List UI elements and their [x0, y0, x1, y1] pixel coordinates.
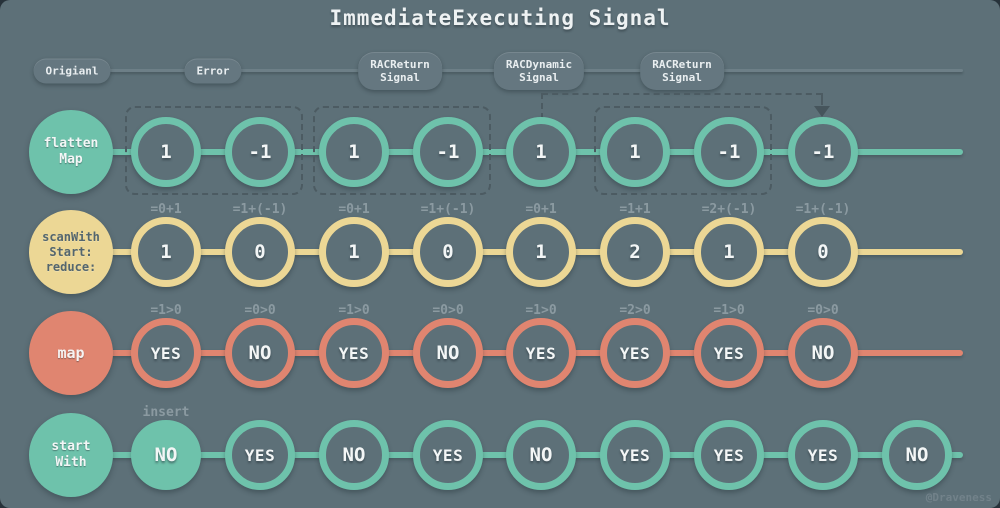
annotation-map-6: =2>0: [619, 303, 651, 318]
annotation-scan-with-start-reduce-2: =1+(-1): [232, 202, 288, 217]
marble-start-with-2: YES: [225, 420, 295, 490]
annotation-scan-with-start-reduce-3: =0+1: [338, 202, 370, 217]
source-label-error: Error: [184, 58, 242, 84]
marble-start-with-4: YES: [413, 420, 483, 490]
source-label-racreturn-1: RACReturn Signal: [358, 52, 442, 90]
annotation-scan-with-start-reduce-8: =1+(-1): [795, 202, 851, 217]
marble-map-2: NO: [225, 318, 295, 388]
marble-start-with-5: NO: [506, 420, 576, 490]
marble-flatten-map-6: 1: [600, 117, 670, 187]
marble-flatten-map-3: 1: [319, 117, 389, 187]
flatten-group-box-3: [594, 106, 772, 195]
marble-map-6: YES: [600, 318, 670, 388]
annotation-map-8: =0>0: [807, 303, 839, 318]
marble-start-with-3: NO: [319, 420, 389, 490]
flatten-group-box-1: [125, 106, 303, 195]
marble-flatten-map-4: -1: [413, 117, 483, 187]
marble-map-4: NO: [413, 318, 483, 388]
marble-flatten-map-1: 1: [131, 117, 201, 187]
marble-scan-with-start-reduce-6: 2: [600, 217, 670, 287]
annotation-start-with-1: insert: [142, 405, 190, 420]
marble-scan-with-start-reduce-8: 0: [788, 217, 858, 287]
flatten-group-box-2: [313, 106, 491, 195]
marble-scan-with-start-reduce-2: 0: [225, 217, 295, 287]
annotation-map-3: =1>0: [338, 303, 370, 318]
annotation-map-5: =1>0: [525, 303, 557, 318]
start-with-operator: start With: [29, 413, 113, 497]
marble-flatten-map-5: 1: [506, 117, 576, 187]
marble-start-with-9: NO: [882, 420, 952, 490]
annotation-scan-with-start-reduce-1: =0+1: [150, 202, 182, 217]
watermark: @Draveness: [925, 491, 992, 504]
marble-map-3: YES: [319, 318, 389, 388]
source-label-racdynamic: RACDynamic Signal: [493, 52, 585, 90]
source-label-racreturn-2: RACReturn Signal: [640, 52, 724, 90]
marble-start-with-6: YES: [600, 420, 670, 490]
map-operator: map: [29, 311, 113, 395]
marble-start-with-1: NO: [131, 420, 201, 490]
annotation-scan-with-start-reduce-4: =1+(-1): [420, 202, 476, 217]
dynamic-signal-connector-horizontal: [542, 93, 822, 95]
marble-start-with-7: YES: [694, 420, 764, 490]
marble-scan-with-start-reduce-3: 1: [319, 217, 389, 287]
marble-scan-with-start-reduce-7: 1: [694, 217, 764, 287]
marble-scan-with-start-reduce-5: 1: [506, 217, 576, 287]
annotation-map-4: =0>0: [432, 303, 464, 318]
annotation-scan-with-start-reduce-6: =1+1: [619, 202, 651, 217]
marble-flatten-map-7: -1: [694, 117, 764, 187]
flatten-map-operator: flatten Map: [29, 110, 113, 194]
scan-with-start-operator: scanWith Start: reduce:: [29, 210, 113, 294]
annotation-map-1: =1>0: [150, 303, 182, 318]
source-label-original: Origianl: [33, 58, 111, 84]
arrow-down-icon: [814, 106, 830, 117]
annotation-map-7: =1>0: [713, 303, 745, 318]
marble-flatten-map-8: -1: [788, 117, 858, 187]
diagram-title: ImmediateExecuting Signal: [329, 6, 671, 30]
dynamic-signal-connector-left: [541, 93, 543, 119]
marble-map-7: YES: [694, 318, 764, 388]
dynamic-signal-connector-right: [821, 93, 823, 105]
marble-map-5: YES: [506, 318, 576, 388]
annotation-map-2: =0>0: [244, 303, 276, 318]
marble-map-8: NO: [788, 318, 858, 388]
marble-flatten-map-2: -1: [225, 117, 295, 187]
marble-start-with-8: YES: [788, 420, 858, 490]
annotation-scan-with-start-reduce-5: =0+1: [525, 202, 557, 217]
marble-scan-with-start-reduce-1: 1: [131, 217, 201, 287]
marble-map-1: YES: [131, 318, 201, 388]
marble-scan-with-start-reduce-4: 0: [413, 217, 483, 287]
annotation-scan-with-start-reduce-7: =2+(-1): [701, 202, 757, 217]
